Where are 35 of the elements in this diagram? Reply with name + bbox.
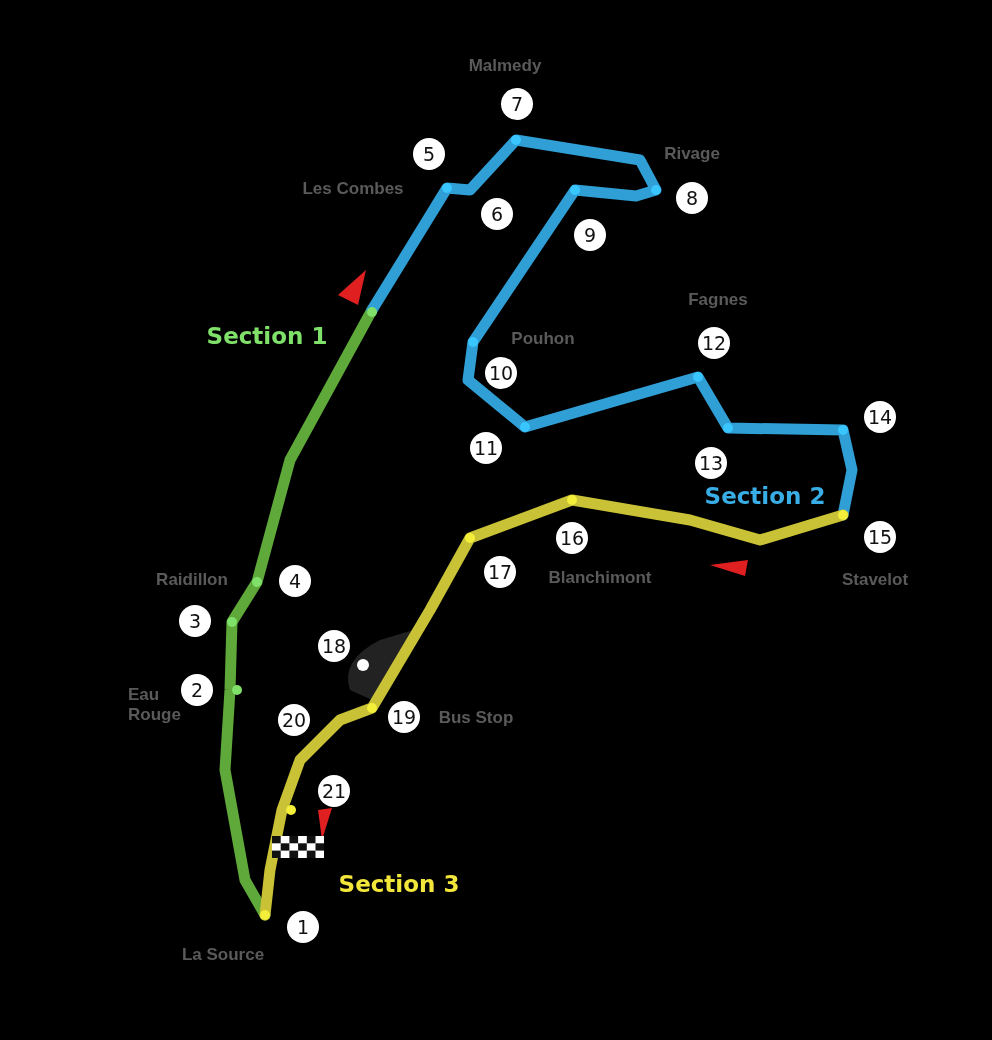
corner-number: 10 — [485, 357, 517, 389]
corner-number: 16 — [556, 522, 588, 554]
corner-name: La Source — [181, 945, 265, 965]
corner-number: 21 — [318, 775, 350, 807]
corner-name: Pouhon — [511, 329, 575, 349]
corner-name: Stavelot — [841, 570, 909, 590]
corner-number: 1 — [287, 911, 319, 943]
corner-number: 11 — [470, 432, 502, 464]
corner-name: Blanchimont — [548, 568, 652, 588]
corner-number: 5 — [413, 138, 445, 170]
corner-number: 9 — [574, 219, 606, 251]
corner-name: Malmedy — [468, 56, 542, 76]
corner-number: 12 — [698, 327, 730, 359]
corner-name: Fagnes — [688, 290, 748, 310]
corner-number: 14 — [864, 401, 896, 433]
corner-number: 17 — [484, 556, 516, 588]
corner-number: 3 — [179, 605, 211, 637]
corner-name: Rivage — [664, 144, 720, 164]
corner-name: Bus Stop — [438, 708, 514, 728]
corner-number: 15 — [864, 521, 896, 553]
corner-number: 13 — [695, 447, 727, 479]
corner-name: Les Combes — [302, 179, 404, 199]
corner-number: 7 — [501, 88, 533, 120]
corner-number: 4 — [279, 565, 311, 597]
section-label: Section 1 — [206, 323, 328, 349]
corner-name: Raidillon — [156, 570, 228, 590]
corner-number: 18 — [318, 630, 350, 662]
section-label: Section 2 — [704, 483, 826, 509]
corner-number: 8 — [676, 182, 708, 214]
corner-number: 20 — [278, 704, 310, 736]
corner-number: 2 — [181, 674, 213, 706]
corner-name: Eau Rouge — [128, 685, 182, 725]
section-label: Section 3 — [338, 871, 460, 897]
corner-number: 6 — [481, 198, 513, 230]
corner-number: 19 — [388, 701, 420, 733]
